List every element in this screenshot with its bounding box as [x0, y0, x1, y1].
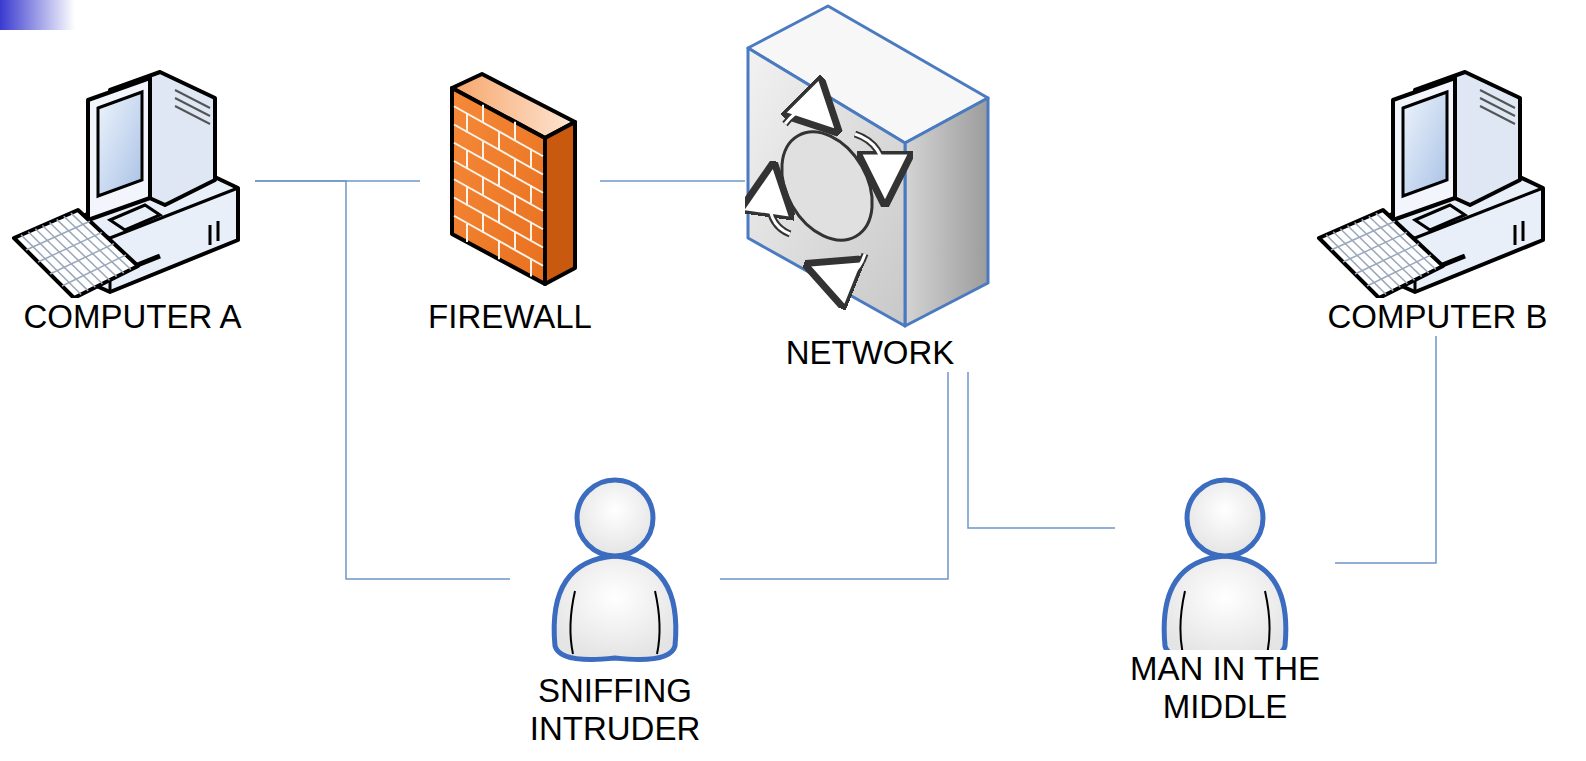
person-icon: [1115, 472, 1335, 650]
node-label: NETWORK: [745, 334, 995, 372]
network-link: [1335, 336, 1436, 563]
computer-icon: [1315, 70, 1560, 298]
node-label: MAN IN THE MIDDLE: [1118, 650, 1333, 726]
network-link: [720, 372, 948, 579]
network-link: [600, 180, 745, 182]
node-label: COMPUTER A: [10, 298, 255, 336]
network-link: [968, 372, 1115, 528]
corner-accent: [0, 0, 80, 34]
node-label: COMPUTER B: [1315, 298, 1560, 336]
network-switch-icon: [745, 4, 995, 334]
device-node: FIREWALL: [420, 70, 600, 336]
device-node: NETWORK: [745, 4, 995, 372]
firewall-icon: [420, 70, 600, 298]
node-label: SNIFFING INTRUDER: [515, 672, 715, 748]
computer-icon: [10, 70, 255, 298]
person-icon: [510, 472, 720, 672]
node-label: FIREWALL: [420, 298, 600, 336]
device-node: SNIFFING INTRUDER: [510, 472, 720, 748]
device-node: COMPUTER B: [1315, 70, 1560, 336]
device-node: MAN IN THE MIDDLE: [1115, 472, 1335, 726]
device-node: COMPUTER A: [10, 70, 255, 336]
